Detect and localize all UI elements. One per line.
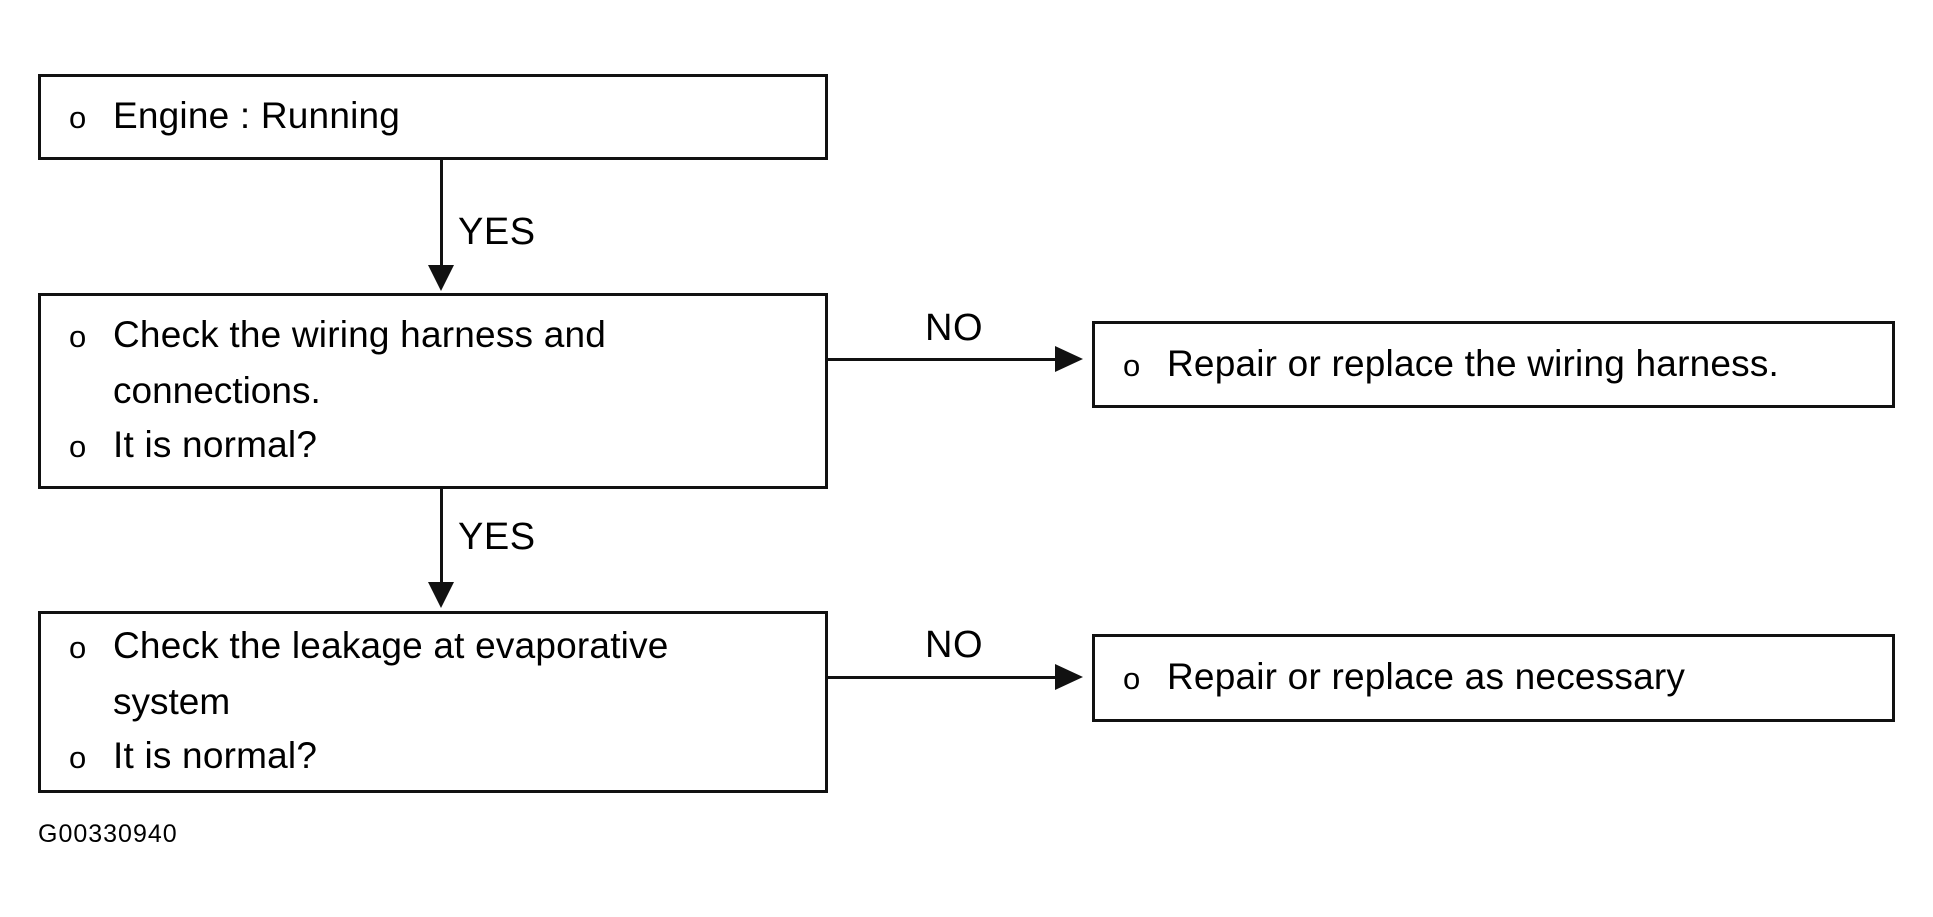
bullet-text: Repair or replace the wiring harness. xyxy=(1167,342,1780,384)
edge-label-wiring-to-leakage: YES xyxy=(458,516,536,558)
edge-label-wiring-to-repair: NO xyxy=(925,307,983,349)
node-repair-as-necessary-content: o Repair or replace as necessary xyxy=(1095,637,1892,719)
edge-label-engine-to-wiring: YES xyxy=(458,211,536,253)
node-repair-as-necessary: o Repair or replace as necessary xyxy=(1092,634,1895,722)
bullet-text: Check the leakage at evaporative xyxy=(113,625,669,666)
node-engine-running-content: o Engine : Running xyxy=(41,77,825,157)
node-check-wiring-content: o Check the wiring harness and o connect… xyxy=(41,296,825,486)
connector-wiring-to-repair-line xyxy=(828,358,1058,361)
connector-wiring-to-leakage-arrow xyxy=(428,582,454,608)
continuation-line: o system xyxy=(69,675,825,729)
connector-engine-to-wiring-arrow xyxy=(428,265,454,291)
bullet-line: o Check the wiring harness and xyxy=(69,308,825,364)
connector-leakage-to-repair-line xyxy=(828,676,1058,679)
bullet-line: o Engine : Running xyxy=(69,89,825,145)
bullet-glyph: o xyxy=(69,319,87,354)
bullet-line: o Repair or replace as necessary xyxy=(1123,650,1892,706)
bullet-line: o It is normal? xyxy=(69,418,825,474)
bullet-line: o Check the leakage at evaporative xyxy=(69,619,825,675)
figure-caption: G00330940 xyxy=(38,820,178,848)
edge-label-leakage-to-repair: NO xyxy=(925,624,983,666)
node-check-leakage: o Check the leakage at evaporative o sys… xyxy=(38,611,828,793)
bullet-glyph: o xyxy=(69,100,87,135)
connector-engine-to-wiring-line xyxy=(440,160,443,268)
continuation-text: connections. xyxy=(113,370,321,411)
continuation-text: system xyxy=(113,681,231,722)
connector-wiring-to-leakage-line xyxy=(440,489,443,582)
bullet-glyph: o xyxy=(69,630,87,665)
bullet-line: o Repair or replace the wiring harness. xyxy=(1123,337,1892,393)
bullet-line: o It is normal? xyxy=(69,729,825,785)
bullet-glyph: o xyxy=(1123,347,1141,383)
node-engine-running: o Engine : Running xyxy=(38,74,828,160)
bullet-text: Check the wiring harness and xyxy=(113,314,607,355)
bullet-text: Repair or replace as necessary xyxy=(1167,656,1686,697)
node-repair-wiring-harness-content: o Repair or replace the wiring harness. xyxy=(1095,324,1892,405)
node-check-wiring: o Check the wiring harness and o connect… xyxy=(38,293,828,489)
bullet-glyph: o xyxy=(1123,661,1141,696)
connector-leakage-to-repair-arrow xyxy=(1055,664,1083,690)
bullet-glyph: o xyxy=(69,740,87,775)
node-check-leakage-content: o Check the leakage at evaporative o sys… xyxy=(41,614,825,790)
node-repair-wiring-harness: o Repair or replace the wiring harness. xyxy=(1092,321,1895,408)
bullet-text: Engine : Running xyxy=(113,95,401,136)
connector-wiring-to-repair-arrow xyxy=(1055,346,1083,372)
bullet-glyph: o xyxy=(69,429,87,464)
bullet-text: It is normal? xyxy=(113,735,318,776)
continuation-line: o connections. xyxy=(69,364,825,418)
bullet-text: It is normal? xyxy=(113,424,318,465)
